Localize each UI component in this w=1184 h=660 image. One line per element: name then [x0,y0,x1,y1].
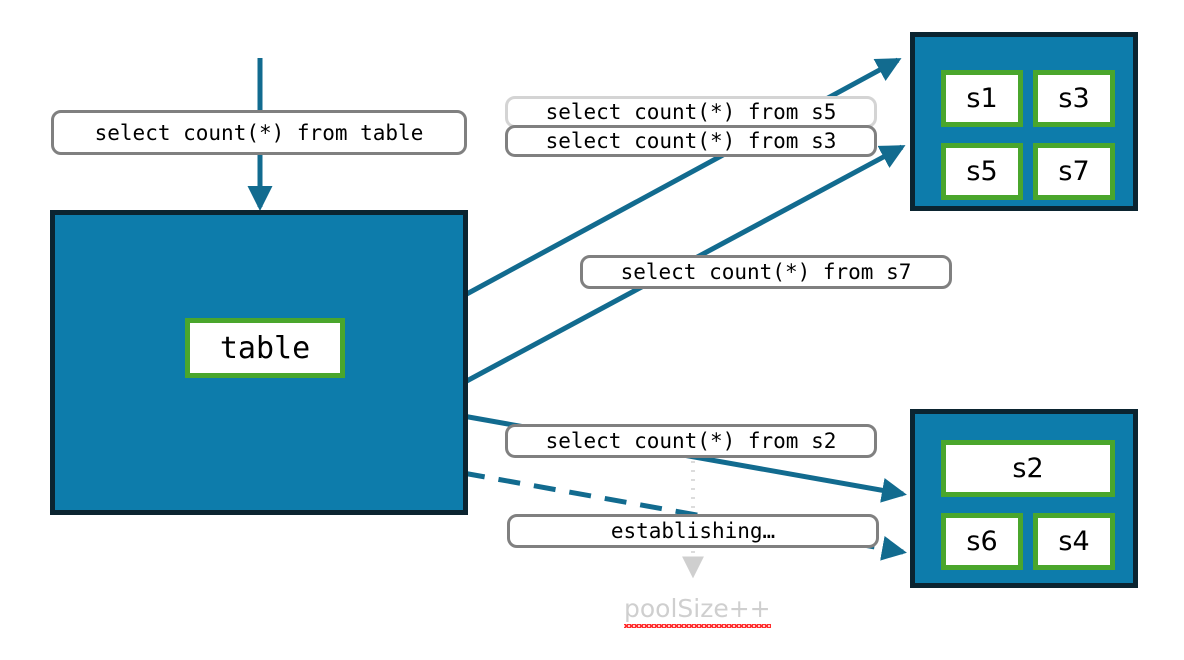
pool-bottom-cell-s4[interactable]: s4 [1033,513,1115,570]
poolsize-increment-annotation: poolSize++ [624,594,771,628]
pool-top-cell-s5[interactable]: s5 [941,143,1023,200]
query-label-s7[interactable]: select count(*) from s7 [580,255,952,289]
query-label-s3[interactable]: select count(*) from s3 [505,125,877,157]
query-label-table[interactable]: select count(*) from table [51,110,467,155]
pool-top-cell-s3[interactable]: s3 [1033,70,1115,127]
pool-bottom[interactable]: s2 s6 s4 [910,409,1138,588]
pool-bottom-cell-s2[interactable]: s2 [941,440,1115,497]
table-cell[interactable]: table [185,318,345,378]
poolsize-increment-text: poolSize++ [624,594,771,628]
pool-top-cell-s7[interactable]: s7 [1033,143,1115,200]
establishing-label[interactable]: establishing… [507,514,879,548]
pool-top-cell-s1[interactable]: s1 [941,70,1023,127]
query-label-s5[interactable]: select count(*) from s5 [505,96,877,128]
query-label-s2[interactable]: select count(*) from s2 [505,424,877,458]
pool-top[interactable]: s1 s3 s5 s7 [910,32,1138,211]
pool-bottom-cell-s6[interactable]: s6 [941,513,1023,570]
table-container[interactable]: table [50,210,468,515]
